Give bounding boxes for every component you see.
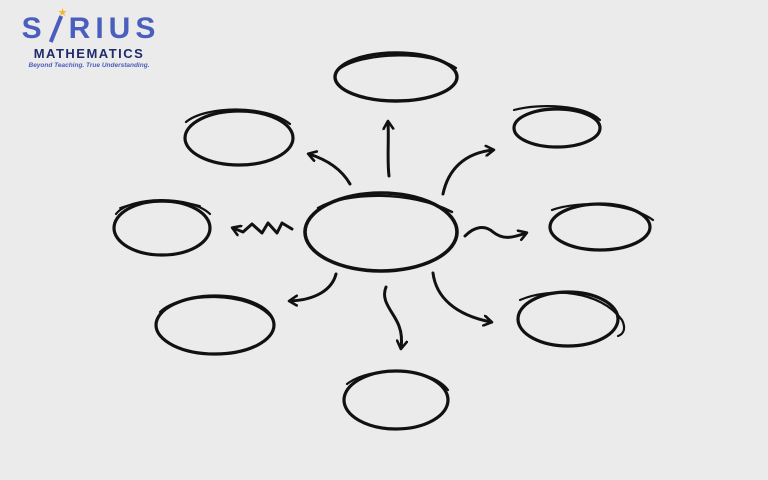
branch-node-bottom-right [516,290,626,348]
arrow-to-left [233,221,294,233]
branch-node-top [333,51,459,103]
logo-letter: R [68,12,92,45]
center-node [303,191,459,273]
logo-slash-mark: ★ [47,8,68,44]
arrow-to-bottom-left [290,272,338,301]
sirius-mathematics-logo: S ★ R I U S MATHEMATICS Beyond Teaching.… [14,8,164,70]
logo-tagline: Beyond Teaching. True Understanding. [28,62,150,69]
branch-node-left [112,199,212,257]
logo-letter: I [95,12,105,45]
branch-node-bottom [342,369,450,431]
logo-subtitle: MATHEMATICS [33,46,145,61]
logo-letter: U [108,12,132,45]
logo-wordmark: S ★ R I U S [14,8,164,45]
arrow-to-top [388,122,389,178]
branch-node-right [548,202,655,252]
branch-node-top-left [183,108,295,167]
arrow-to-right [463,226,526,237]
branch-node-top-right [512,105,602,149]
arrow-to-top-right [441,150,493,196]
branch-node-bottom-left [154,294,276,356]
arrow-to-bottom-right [431,271,491,322]
star-icon: ★ [57,7,69,19]
logo-letter: S [135,12,157,45]
arrow-to-bottom [383,285,402,348]
logo-letter: S [21,12,43,45]
arrow-to-top-left [309,154,352,186]
